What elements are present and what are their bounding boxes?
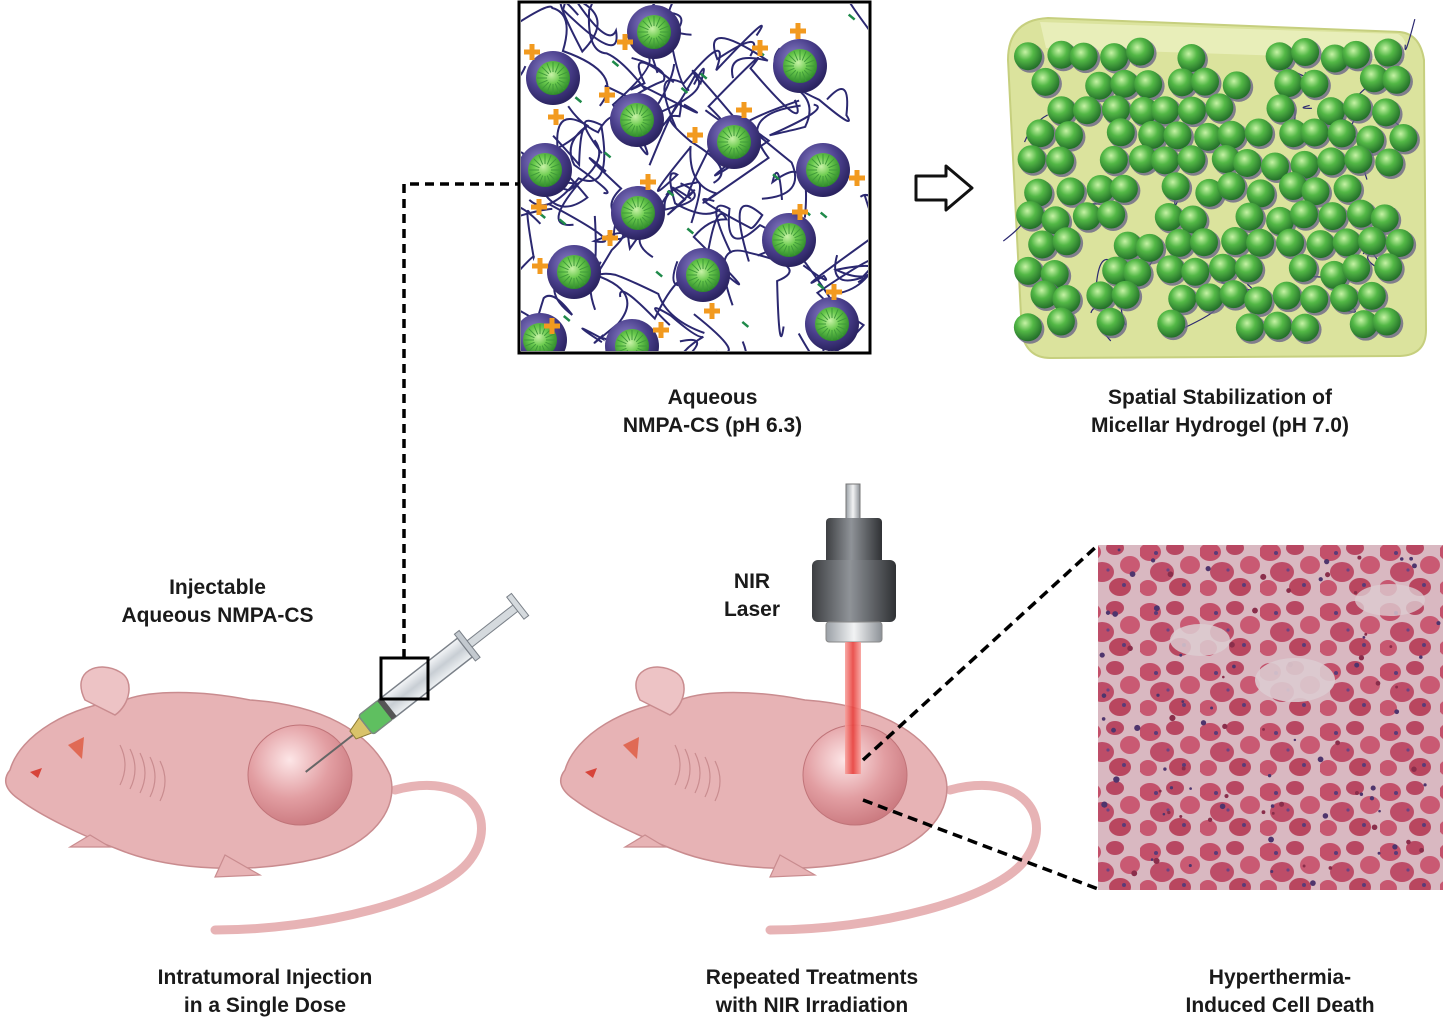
irradiation-step-label: Repeated Treatments with NIR Irradiation: [705, 966, 919, 1017]
zoom-connector: [402, 182, 519, 658]
histology-image: [1098, 545, 1443, 890]
micellar-hydrogel-block: [1002, 16, 1428, 360]
micelle-solution-panel: [517, 0, 872, 355]
death-step-label: Hyperthermia- Induced Cell Death: [1185, 966, 1375, 1017]
mouse-left: [4, 666, 486, 935]
injection-step-label: Intratumoral Injection in a Single Dose: [157, 966, 373, 1017]
aqueous-label: Aqueous NMPA-CS (pH 6.3): [622, 386, 803, 437]
positive-charges: [524, 23, 865, 338]
nir-laser: [812, 483, 896, 774]
hydrogel-label: Spatial Stabilization of Micellar Hydrog…: [1091, 386, 1349, 437]
polymer-chains: [521, 4, 868, 351]
syringe-zoom-box: [379, 656, 430, 701]
injectable-label: Injectable Aqueous NMPA-CS: [121, 576, 314, 627]
mouse-right: [559, 666, 1041, 935]
transition-arrow: [914, 164, 974, 212]
laser-label: NIR Laser: [723, 570, 781, 621]
micelles: [521, 5, 859, 351]
